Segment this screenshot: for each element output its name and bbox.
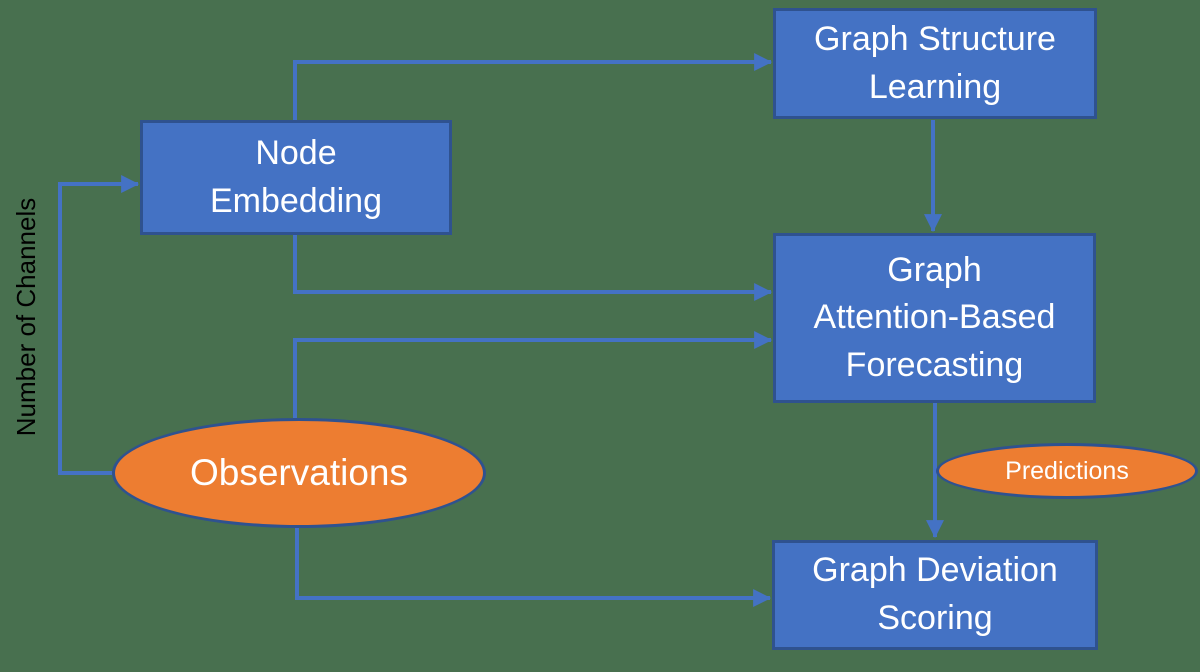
node-node-embedding: Node Embedding: [140, 120, 452, 235]
data-predictions-label: Predictions: [1005, 456, 1129, 485]
node-graph-structure-learning: Graph Structure Learning: [773, 8, 1097, 119]
data-observations-label: Observations: [190, 452, 408, 493]
number-of-channels-label: Number of Channels: [10, 197, 41, 437]
edge-observations-to-node-embedding: [58, 175, 140, 475]
node-node-embedding-label: Node Embedding: [209, 133, 382, 220]
edge-observations-to-graph-attention-forecasting: [293, 331, 773, 418]
node-graph-deviation-scoring-label: Graph Deviation Scoring: [812, 551, 1058, 637]
edge-node-embedding-to-graph-attention-forecasting: [293, 235, 773, 301]
data-predictions-ellipse: Predictions: [936, 443, 1198, 499]
edge-node-embedding-to-graph-structure-learning: [293, 53, 773, 120]
node-graph-deviation-scoring: Graph Deviation Scoring: [772, 540, 1098, 650]
node-graph-structure-learning-label: Graph Structure Learning: [814, 19, 1056, 106]
data-observations-ellipse: Observations: [112, 418, 486, 528]
node-graph-attention-based-forecasting-label: Graph Attention-Based Forecasting: [813, 250, 1056, 384]
node-graph-attention-based-forecasting: Graph Attention-Based Forecasting: [773, 233, 1096, 403]
edge-observations-to-graph-deviation-scoring: [295, 528, 772, 607]
